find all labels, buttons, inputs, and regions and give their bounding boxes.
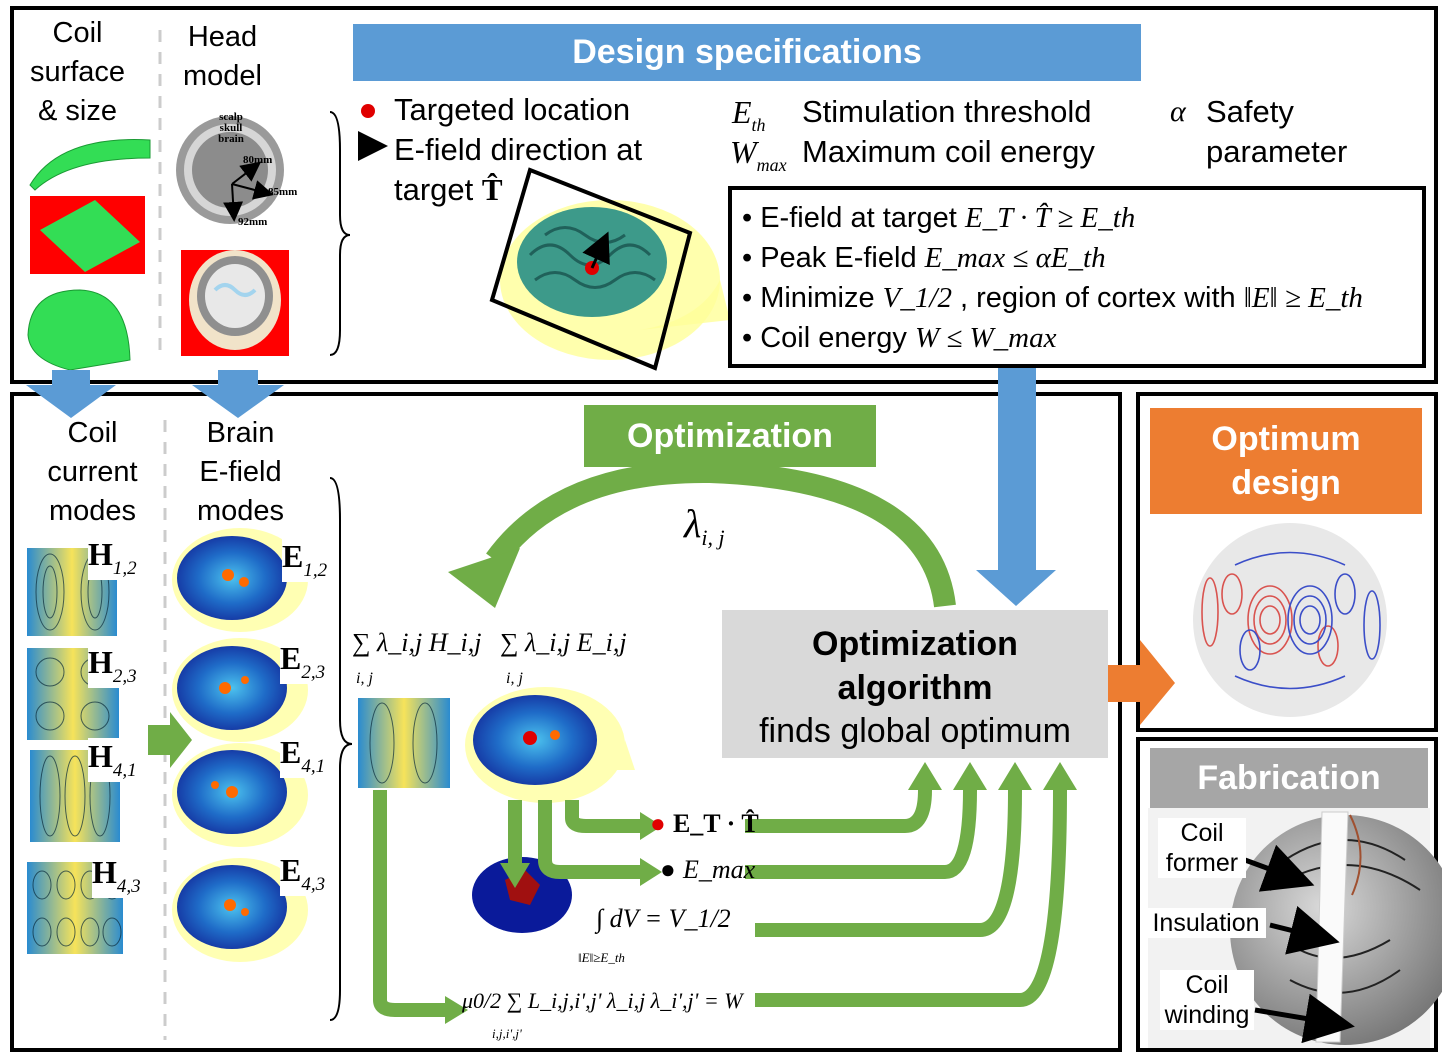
design-spec-panel — [10, 6, 1438, 384]
sum-coil-image — [358, 698, 450, 788]
wmax-symbol: Wmax — [730, 134, 787, 175]
skull-label: skull — [219, 122, 243, 134]
output-energy-formula: μ0/2 ∑ L_i,j,i',j' λ_i,j λ_i',j' = W — [462, 988, 743, 1013]
output-energy-subscript: i,j,i',j' — [492, 1026, 522, 1041]
constraint-efield-target: • E-field at target E_T · T̂ ≥ E_th — [742, 202, 1136, 234]
brain-mode-label-1: E1,2 — [282, 538, 328, 582]
brain-mode-label-3: E4,1 — [280, 734, 326, 778]
optimization-panel — [10, 392, 1122, 1052]
optimization-banner: Optimization — [584, 405, 876, 467]
sum-brain-subscript: i, j — [506, 670, 523, 687]
coil-surface-cap — [27, 289, 131, 371]
output-peak-field: ● E_max — [660, 854, 756, 884]
spec-target-word: target — [394, 172, 474, 207]
scalp-label: scalp — [219, 111, 243, 123]
brain-mode-label-2: E2,3 — [280, 640, 326, 684]
lambda-feedback-arrow — [486, 460, 956, 608]
blue-arrow-head — [192, 370, 284, 418]
fabrication-banner: Fabrication — [1150, 748, 1428, 808]
brain-mode-images — [172, 528, 308, 962]
coil-mode-label-4: H4,3 — [92, 854, 141, 898]
coil-mode-label-1: H1,2 — [88, 536, 137, 580]
spec-max-coil-energy: Maximum coil energy — [802, 134, 1095, 169]
green-arrow-modes — [148, 712, 192, 768]
radius-92-label: 92mm — [238, 216, 268, 228]
fab-label-coil-former: Coil former — [1158, 818, 1246, 878]
spec-safety-parameter: Safety parameter — [1206, 94, 1348, 169]
optimum-design-panel — [1136, 392, 1438, 732]
coil-mode-images — [27, 548, 123, 954]
coil-surface-title: Coil surface & size — [29, 17, 126, 127]
algorithm-subtitle: finds global optimum — [759, 712, 1071, 750]
target-dot-icon — [361, 104, 375, 118]
sum-brain-formula: ∑ λ_i,j E_i,j — [500, 628, 627, 657]
output-volume-subscript: ‖E‖≥E_th — [578, 950, 625, 965]
lambda-label: λi, j — [684, 501, 725, 550]
algorithm-title: Optimization algorithm — [812, 625, 1018, 707]
output-target-field: ● E_T · T̂ — [650, 808, 759, 838]
green-flow-arrows — [373, 789, 1067, 1017]
constraints-box — [728, 186, 1426, 368]
brain-efield-modes-title: Brain E-field modes — [196, 417, 285, 527]
alpha-symbol: α — [1170, 95, 1186, 128]
spec-stimulation-threshold: Stimulation threshold — [802, 94, 1092, 129]
eth-symbol: Eth — [732, 94, 766, 135]
coil-current-modes-title: Coil current modes — [47, 417, 138, 527]
brain-label: brain — [218, 133, 244, 145]
optimum-coil-disc — [1193, 523, 1387, 717]
radius-80-label: 80mm — [243, 154, 273, 166]
algorithm-box — [722, 610, 1108, 758]
constraint-minimize-volume: • Minimize V_1/2 , region of cortex with… — [742, 282, 1363, 314]
blue-arrow-coil — [26, 370, 116, 418]
head-model-title: Head model — [183, 21, 262, 92]
constraint-coil-energy: • Coil energy W ≤ W_max — [742, 322, 1057, 354]
orange-arrow — [1108, 640, 1175, 725]
spec-targeted-location: Targeted location — [394, 92, 631, 127]
coil-mode-label-3: H4,1 — [88, 738, 137, 782]
output-volume-integral: ∫ dV = V_1/2 — [596, 904, 731, 933]
brain-mode-label-4: E4,3 — [280, 852, 326, 896]
spec-efield-direction: E-field direction at — [394, 132, 643, 167]
target-direction-symbol: T̂ — [481, 172, 503, 207]
coil-mode-label-2: H2,3 — [88, 644, 137, 688]
fab-label-insulation: Insulation — [1146, 908, 1266, 938]
head-inset-labels: scalp skull brain — [196, 112, 266, 145]
coil-square-plate — [40, 200, 140, 272]
optimum-design-banner: Optimum design — [1150, 408, 1422, 514]
constraint-peak-efield: • Peak E-field E_max ≤ αE_th — [742, 242, 1106, 274]
spec-target-line: target T̂ — [394, 170, 503, 210]
coil-surface-curved — [29, 139, 151, 191]
design-spec-banner: Design specifications — [353, 24, 1141, 81]
target-plane — [489, 167, 693, 371]
blue-arrow-specs — [976, 365, 1056, 606]
sum-coil-formula: ∑ λ_i,j H_i,j — [352, 628, 482, 657]
sum-coil-subscript: i, j — [356, 670, 373, 687]
fab-label-coil-winding: Coil winding — [1160, 970, 1254, 1030]
radius-85-label: 85mm — [268, 186, 298, 198]
